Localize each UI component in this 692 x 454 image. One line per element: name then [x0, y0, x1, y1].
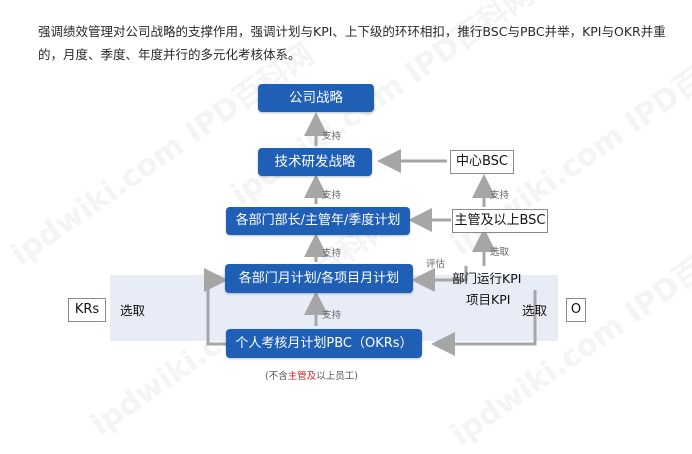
support-label: 支持: [322, 310, 342, 321]
o-box: O: [566, 298, 586, 322]
dept-plan-box: 各部门部长/主管年/季度计划: [226, 207, 410, 235]
tech-strategy-box: 技术研发战略: [258, 148, 372, 176]
company-strategy-box: 公司战略: [258, 84, 374, 112]
monthly-plan-box: 各部门月计划/各项目月计划: [225, 264, 413, 293]
support-label: 支持: [322, 131, 342, 142]
connector-lines: [204, 112, 537, 356]
support-right-label: 支持: [490, 190, 510, 201]
evaluate-label: 评估: [426, 259, 446, 270]
select-left-label: 选取: [120, 303, 146, 318]
krs-box: KRs: [68, 298, 106, 322]
intro-text: 强调绩效管理对公司战略的支撑作用，强调计划与KPI、上下级的环环相扣，推行BSC…: [38, 24, 666, 62]
center-bsc-box: 中心BSC: [450, 150, 514, 174]
select-bottom-right-label: 选取: [522, 303, 548, 318]
exclusion-note: (不含主管及以上员工): [265, 371, 358, 382]
support-label: 支持: [322, 248, 342, 259]
dept-kpi-label: 部门运行KPI: [452, 271, 522, 286]
project-kpi-label: 项目KPI: [466, 292, 511, 307]
support-label: 支持: [322, 190, 342, 201]
select-right-label: 选取: [490, 247, 510, 258]
manager-bsc-box: 主管及以上BSC: [452, 209, 548, 233]
pbc-box: 个人考核月计划PBC（OKRs）: [226, 329, 422, 358]
